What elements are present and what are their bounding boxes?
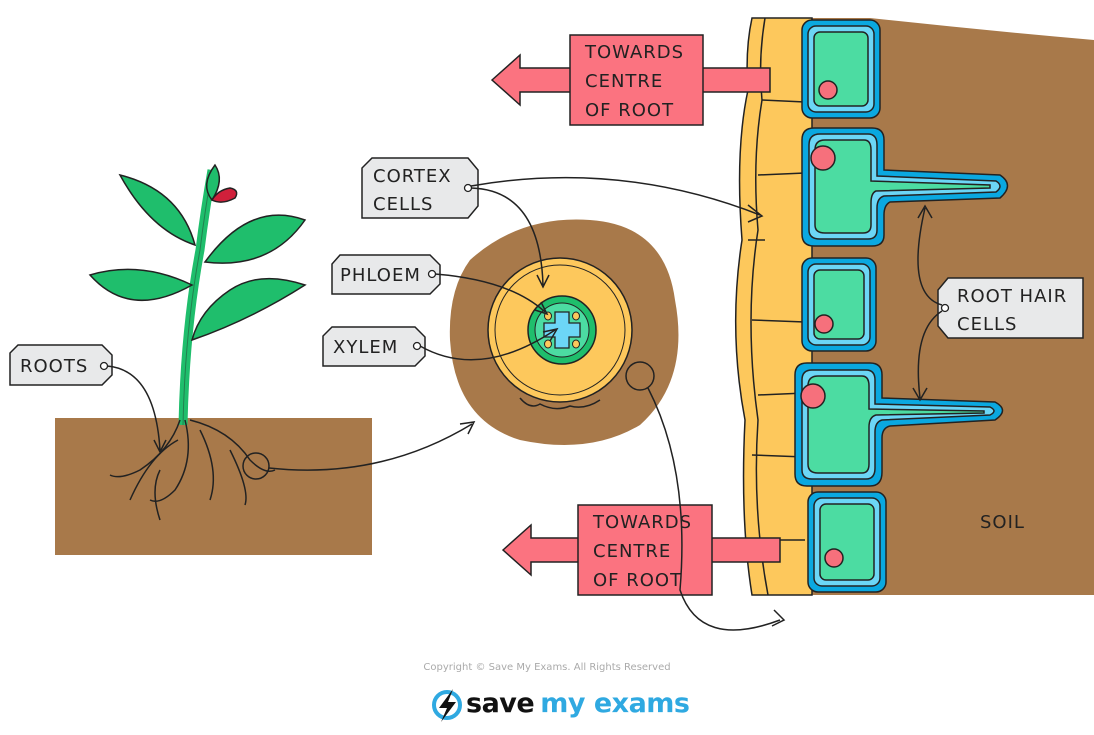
root-hair-tag: [937, 277, 1084, 339]
svg-text:OF ROOT: OF ROOT: [593, 570, 682, 591]
svg-text:TOWARDS: TOWARDS: [592, 512, 692, 533]
logo-lightning-icon: [432, 689, 462, 722]
copyright-text: Copyright © Save My Exams. All Rights Re…: [423, 662, 671, 673]
svg-text:OF ROOT: OF ROOT: [585, 100, 674, 121]
xylem-label: XYLEM: [333, 337, 398, 358]
towards-centre-arrow-top: TOWARDS CENTRE OF ROOT: [490, 34, 771, 126]
cortex-label: CORTEX: [373, 166, 452, 187]
epidermal-cell: [807, 491, 887, 593]
svg-text:CENTRE: CENTRE: [593, 541, 671, 562]
towards-centre-arrow-bottom: TOWARDS CENTRE OF ROOT: [501, 504, 781, 596]
svg-text:CENTRE: CENTRE: [585, 71, 663, 92]
epidermal-cell: [801, 257, 877, 352]
roots-label: ROOTS: [20, 356, 88, 377]
root-hair-cell: [801, 127, 1009, 247]
xylem-tag: [322, 326, 426, 367]
phloem-label: PHLOEM: [340, 265, 421, 286]
root-hair-cell: [794, 362, 1004, 487]
root-hair-label: ROOT HAIR: [957, 286, 1067, 307]
root-hair-label-2: CELLS: [957, 314, 1017, 335]
cortex-tag: [361, 157, 479, 219]
cortex-strip: [734, 17, 813, 596]
roots-tag: [9, 344, 113, 386]
root-hair-cells: [794, 19, 1009, 593]
root-cross-section: [449, 219, 679, 445]
soil-label: SOIL: [980, 512, 1025, 533]
phloem-tag: [331, 254, 441, 295]
cortex-label-2: CELLS: [373, 194, 433, 215]
svg-text:TOWARDS: TOWARDS: [584, 42, 684, 63]
plant-illustration: [55, 163, 372, 555]
epidermal-cell: [801, 19, 881, 119]
